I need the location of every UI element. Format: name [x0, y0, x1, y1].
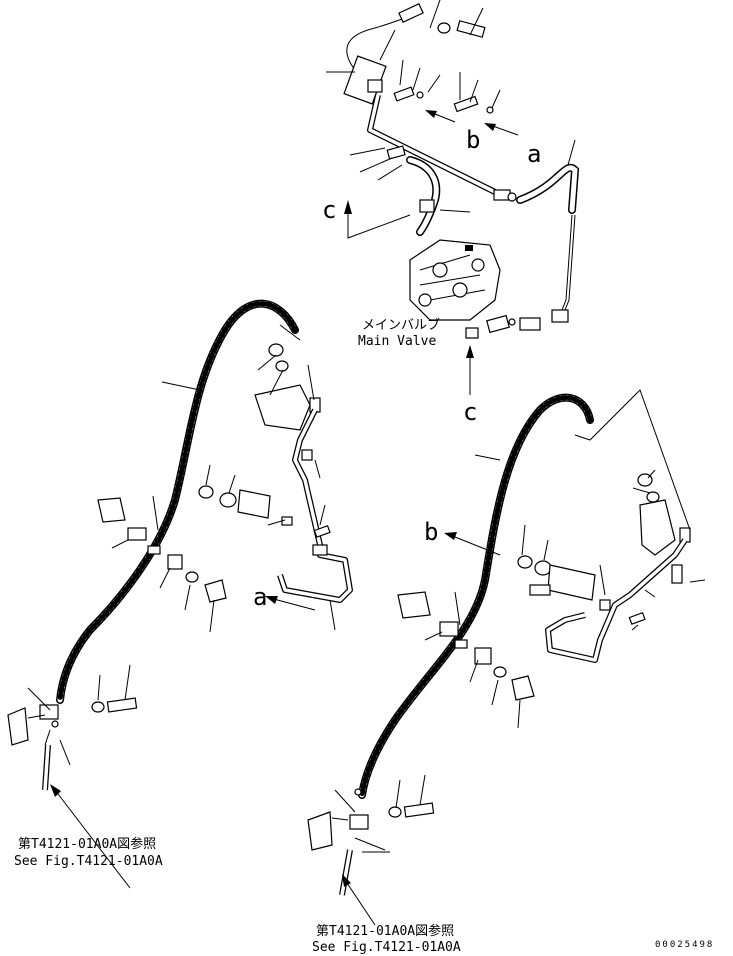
main-valve-label-en: Main Valve [358, 334, 437, 349]
part-id: 00025498 [655, 940, 715, 950]
label-c-main-valve: c [463, 398, 478, 426]
main-valve-label-jp: メインバルブ [362, 318, 441, 333]
top-assembly [343, 3, 580, 339]
ref-right-en: See Fig.T4121-01A0A [312, 940, 461, 955]
label-a-left: a [253, 583, 268, 611]
leader-lines [27, 0, 706, 853]
view-arrows [50, 110, 519, 926]
left-assembly [7, 299, 353, 791]
label-b-right: b [424, 518, 439, 546]
ref-left-jp: 第T4121-01A0A図参照 [18, 837, 157, 852]
main-valve [409, 239, 501, 321]
label-c-top: c [322, 196, 337, 224]
label-a-top: a [527, 140, 542, 168]
ref-left-en: See Fig.T4121-01A0A [14, 854, 163, 869]
right-assembly [307, 393, 691, 896]
label-b-top: b [466, 126, 481, 154]
ref-right-jp: 第T4121-01A0A図参照 [316, 924, 455, 939]
